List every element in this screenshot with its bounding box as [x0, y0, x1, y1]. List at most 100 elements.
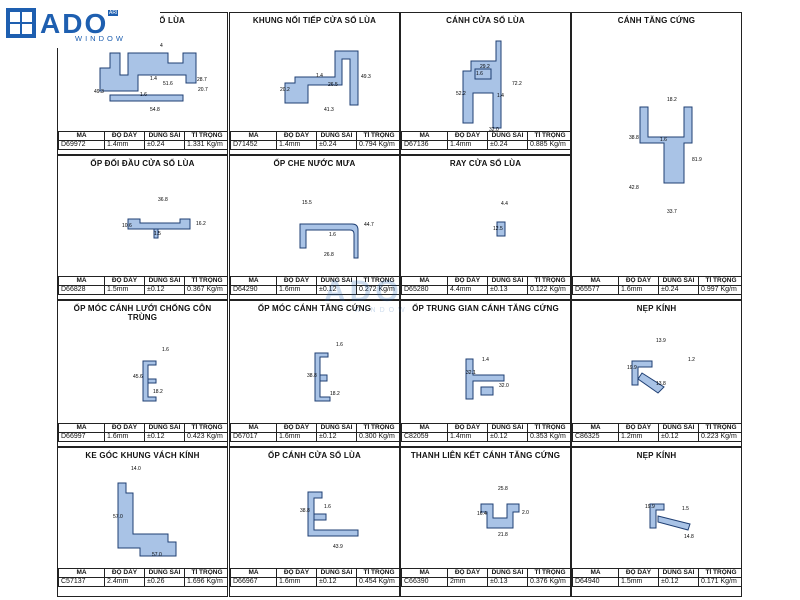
product-title: ỐP MÓC CÁNH LƯỚI CHỐNG CÔN TRÙNG: [73, 304, 212, 322]
profile-shape: [284, 50, 359, 106]
profile-shape: [127, 218, 191, 239]
product-title: RAY CỬA SỔ LÙA: [449, 159, 522, 168]
spec-value-weight: 0.272 Kg/m: [356, 285, 399, 295]
spec-header-thickness: ĐỘ DÀY: [618, 568, 659, 578]
spec-value-thickness: 2mm: [447, 577, 488, 587]
spec-header-tolerance: DUNG SAI: [487, 276, 528, 286]
dimension-label: 20.7: [198, 87, 208, 93]
spec-value-code: D67017: [230, 432, 277, 442]
dimension-label: 18.2: [153, 389, 163, 395]
spec-header-code: MÃ: [401, 131, 448, 141]
profile-drawing: 15.544.71.626.8: [299, 200, 374, 259]
dimension-label: 32.1: [466, 370, 476, 376]
dimension-label: 26.5: [328, 82, 338, 88]
dimension-label: 33.7: [667, 209, 677, 215]
spec-value-tolerance: ±0.24: [658, 285, 699, 295]
dimension-label: 1.4: [316, 73, 323, 79]
spec-header-thickness: ĐỘ DÀY: [276, 423, 317, 433]
spec-header-code: MÃ: [58, 423, 105, 433]
spec-value-weight: 0.454 Kg/m: [356, 577, 399, 587]
spec-value-weight: 0.794 Kg/m: [356, 140, 399, 150]
spec-value-weight: 0.885 Kg/m: [527, 140, 570, 150]
dimension-label: 1.2: [688, 357, 695, 363]
dimension-label: 45.6: [133, 374, 143, 380]
dimension-label: 52.2: [456, 91, 466, 97]
spec-header-code: MÃ: [230, 568, 277, 578]
product-title: ỐP ĐỐI ĐẦU CỬA SỔ LÙA: [90, 159, 195, 168]
profile-drawing: 13.91.219.913.8: [627, 338, 695, 394]
dimension-label: 20.2: [280, 87, 290, 93]
dimension-label: 72.2: [512, 81, 522, 87]
spec-header-thickness: ĐỘ DÀY: [104, 131, 145, 141]
spec-value-thickness: 1.4mm: [447, 140, 488, 150]
dimension-label: 54.8: [150, 107, 160, 113]
dimension-label: 42.8: [629, 185, 639, 191]
spec-header-thickness: ĐỘ DÀY: [447, 423, 488, 433]
dimension-label: 25.8: [498, 486, 508, 492]
spec-value-weight: 1.696 Kg/m: [184, 577, 227, 587]
spec-value-thickness: 1.6mm: [276, 577, 317, 587]
spec-header-tolerance: DUNG SAI: [316, 423, 357, 433]
dimension-label: 1.6: [476, 71, 483, 77]
spec-value-tolerance: ±0.26: [144, 577, 185, 587]
profile-shape: [649, 503, 691, 531]
spec-header-code: MÃ: [58, 568, 105, 578]
product-title: ỐP MÓC CÁNH TĂNG CỨNG: [257, 304, 372, 313]
spec-header-tolerance: DUNG SAI: [144, 568, 185, 578]
spec-header-code: MÃ: [572, 423, 619, 433]
profile-drawing: 4.412.5: [493, 201, 508, 237]
profile-shape: [631, 360, 665, 394]
spec-value-weight: 1.331 Kg/m: [184, 140, 227, 150]
dimension-label: 19.9: [627, 365, 637, 371]
spec-header-code: MÃ: [58, 276, 105, 286]
spec-value-tolerance: ±0.12: [487, 432, 528, 442]
profile-shape: [142, 360, 157, 402]
dimension-label: 1.6: [324, 504, 331, 510]
dimension-label: 38.8: [629, 135, 639, 141]
spec-value-tolerance: ±0.13: [487, 577, 528, 587]
dimension-label: 32.0: [499, 383, 509, 389]
spec-value-thickness: 1.5mm: [618, 577, 659, 587]
spec-header-weight: TỈ TRỌNG: [356, 423, 399, 433]
spec-value-weight: 0.300 Kg/m: [356, 432, 399, 442]
dimension-label: 4.4: [501, 201, 508, 207]
spec-header-weight: TỈ TRỌNG: [527, 423, 570, 433]
spec-value-weight: 0.423 Kg/m: [184, 432, 227, 442]
dimension-label: 1.6: [336, 342, 343, 348]
dimension-label: 14.0: [131, 466, 141, 472]
spec-header-weight: TỈ TRỌNG: [698, 568, 741, 578]
dimension-label: 26.8: [324, 252, 334, 258]
profile-drawing: 1.426.549.320.241.3: [280, 50, 371, 113]
product-title: CÁNH CỬA SỔ LÙA: [446, 16, 525, 25]
spec-header-weight: TỈ TRỌNG: [356, 276, 399, 286]
spec-value-tolerance: ±0.12: [316, 577, 357, 587]
spec-value-tolerance: ±0.12: [658, 577, 699, 587]
profile-shape: [314, 352, 331, 402]
profile-shape: [299, 223, 359, 259]
spec-header-code: MÃ: [230, 276, 277, 286]
spec-value-thickness: 4.4mm: [447, 285, 488, 295]
profile-drawing: 1.638.818.2: [307, 342, 343, 402]
dimension-label: 1.5: [682, 506, 689, 512]
profile-shape: [307, 491, 359, 537]
spec-header-tolerance: DUNG SAI: [487, 131, 528, 141]
dimension-label: 1.4: [482, 357, 489, 363]
spec-value-weight: 0.122 Kg/m: [527, 285, 570, 295]
spec-value-weight: 0.353 Kg/m: [527, 432, 570, 442]
spec-value-thickness: 1.6mm: [276, 432, 317, 442]
product-title: KE GÓC KHUNG VÁCH KÍNH: [85, 451, 200, 460]
spec-header-code: MÃ: [401, 423, 448, 433]
